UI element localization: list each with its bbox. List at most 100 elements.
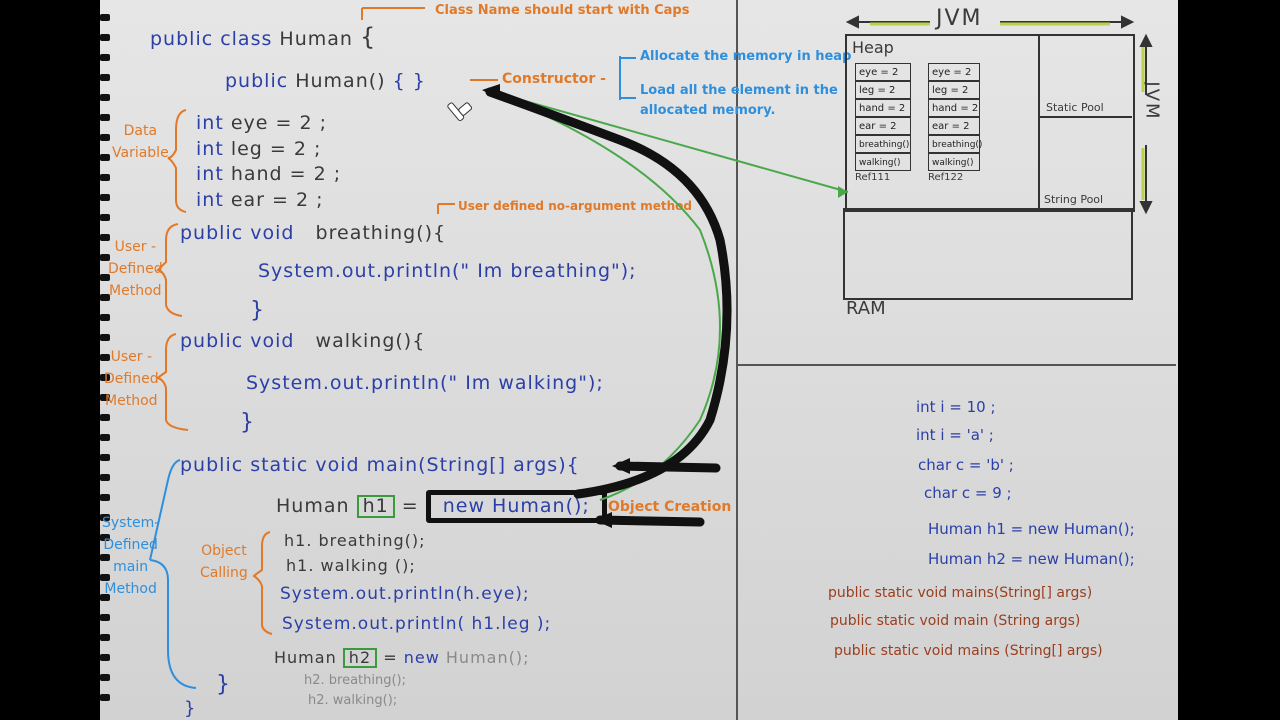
notebook-spiral — [100, 14, 112, 714]
call-h2-breathing: h2. breathing(); — [304, 673, 407, 688]
heap-cell: breathing() — [855, 135, 911, 153]
type: int — [196, 138, 224, 160]
type: int — [196, 163, 224, 185]
orange-braces — [156, 7, 498, 635]
field-leg: int leg = 2 ; — [196, 140, 321, 159]
label-line: main — [113, 559, 149, 575]
label-line: Data — [123, 123, 158, 139]
type: int — [196, 112, 224, 134]
class-declaration: public class Human { — [150, 25, 376, 49]
decl: hand = 2 ; — [230, 163, 342, 185]
object-creation-h1: Human h1 = new Human(); — [276, 490, 607, 523]
user-method-label-2: User - Defined Method — [104, 346, 159, 412]
reference-pointer-line — [485, 89, 849, 501]
decl: ear = 2 ; — [230, 189, 324, 211]
object-creation-arrow — [485, 87, 732, 527]
keyword: public void — [180, 330, 295, 352]
breathing-signature: public void breathing(){ — [180, 224, 446, 243]
pool-divider — [1038, 116, 1132, 118]
heap-object-1: eye = 2 leg = 2 hand = 2 ear = 2 breathi… — [855, 63, 911, 183]
arrow-head-icon — [482, 84, 500, 100]
heap-cell: hand = 2 — [855, 99, 911, 117]
breathing-body: System.out.println(" Im breathing"); — [258, 260, 637, 282]
heap-cell: eye = 2 — [928, 63, 980, 81]
heap-divider — [1038, 34, 1040, 210]
string-pool-label: String Pool — [1044, 193, 1104, 206]
heap-cell: ear = 2 — [855, 117, 911, 135]
arrow-head-icon — [612, 458, 630, 474]
user-method-label-1: User - Defined Method — [108, 236, 163, 302]
label-line: Defined — [103, 537, 158, 553]
class-name-note: Class Name should start with Caps — [435, 3, 690, 18]
note-line: public static void mains (String[] args) — [834, 643, 1103, 659]
brace: { — [360, 23, 377, 51]
constructor-name: Human() — [295, 70, 386, 92]
heap-cell: breathing() — [928, 135, 982, 153]
label-line: Method — [104, 581, 157, 597]
note-line: int i = 10 ; — [916, 398, 996, 416]
heap-cell: hand = 2 — [928, 99, 980, 117]
static-pool-label: Static Pool — [1046, 101, 1104, 114]
constructor-label: Constructor - — [502, 71, 606, 87]
keyword: public void — [180, 222, 295, 244]
note-line: char c = 'b' ; — [918, 456, 1014, 474]
note-line: int i = 'a' ; — [916, 426, 994, 444]
arrow-head-icon — [594, 512, 612, 528]
type: int — [196, 189, 224, 211]
note-line: public static void mains(String[] args) — [828, 585, 1093, 601]
decl: leg = 2 ; — [230, 138, 322, 160]
label-line: Defined — [104, 371, 159, 387]
heap-cell: walking() — [928, 153, 980, 171]
keyword: public — [225, 70, 289, 92]
constructor-note-1: Allocate the memory in heap — [640, 49, 852, 64]
field-eye: int eye = 2 ; — [196, 114, 327, 133]
field-hand: int hand = 2 ; — [196, 165, 341, 184]
heap-object-2: eye = 2 leg = 2 hand = 2 ear = 2 breathi… — [928, 63, 982, 183]
main-close: } — [216, 672, 231, 697]
field-ear: int ear = 2 ; — [196, 191, 324, 210]
ref-label: Ref122 — [928, 172, 964, 183]
new-expression: new Human(); — [442, 495, 590, 517]
heap-cell: leg = 2 — [855, 81, 911, 99]
ram-label: RAM — [846, 298, 886, 319]
object-creation-label: Object Creation — [608, 499, 732, 515]
call-h2-walking: h2. walking(); — [308, 693, 398, 708]
keyword: public class — [150, 28, 273, 50]
label-line: Method — [105, 393, 158, 409]
method-name: walking(){ — [315, 330, 426, 352]
variable-h1: h1 — [356, 495, 395, 518]
constructor-note-3: allocated memory. — [640, 103, 776, 118]
label-line: Variable — [112, 145, 169, 161]
panel-divider-vertical — [736, 0, 738, 720]
label-line: Object — [201, 543, 247, 559]
label-line: Method — [109, 283, 162, 299]
expression: Human(); — [445, 648, 530, 667]
walking-close: } — [240, 410, 255, 435]
variable-h2: h2 — [342, 648, 378, 668]
heap-cell: leg = 2 — [928, 81, 980, 99]
mouse-cursor-icon — [447, 102, 473, 122]
object-calling-label: Object Calling — [200, 540, 248, 584]
note-line: char c = 9 ; — [924, 484, 1012, 502]
method-name: breathing(){ — [315, 222, 447, 244]
jvm-label: JVM — [936, 6, 983, 31]
label-line: User - — [114, 239, 156, 255]
label-line: System- — [102, 515, 160, 531]
jvm-height-arrow — [1139, 33, 1153, 215]
data-variable-label: Data Variable — [112, 120, 169, 164]
new-expression-box: new Human(); — [425, 490, 607, 523]
whiteboard — [100, 0, 1178, 720]
call-print-eye: System.out.println(h.eye); — [280, 584, 530, 604]
type: Human — [274, 648, 337, 667]
note-line: Human h1 = new Human(); — [928, 520, 1135, 538]
walking-body: System.out.println(" Im walking"); — [246, 372, 604, 394]
breathing-close: } — [250, 298, 265, 323]
equals: = — [401, 495, 419, 517]
call-h1-walking: h1. walking (); — [286, 556, 416, 575]
heap-cell: walking() — [855, 153, 911, 171]
constructor-note-2: Load all the element in the — [640, 83, 838, 98]
class-close: } — [184, 698, 197, 719]
keyword: new — [403, 648, 440, 667]
heap-cell: eye = 2 — [855, 63, 911, 81]
